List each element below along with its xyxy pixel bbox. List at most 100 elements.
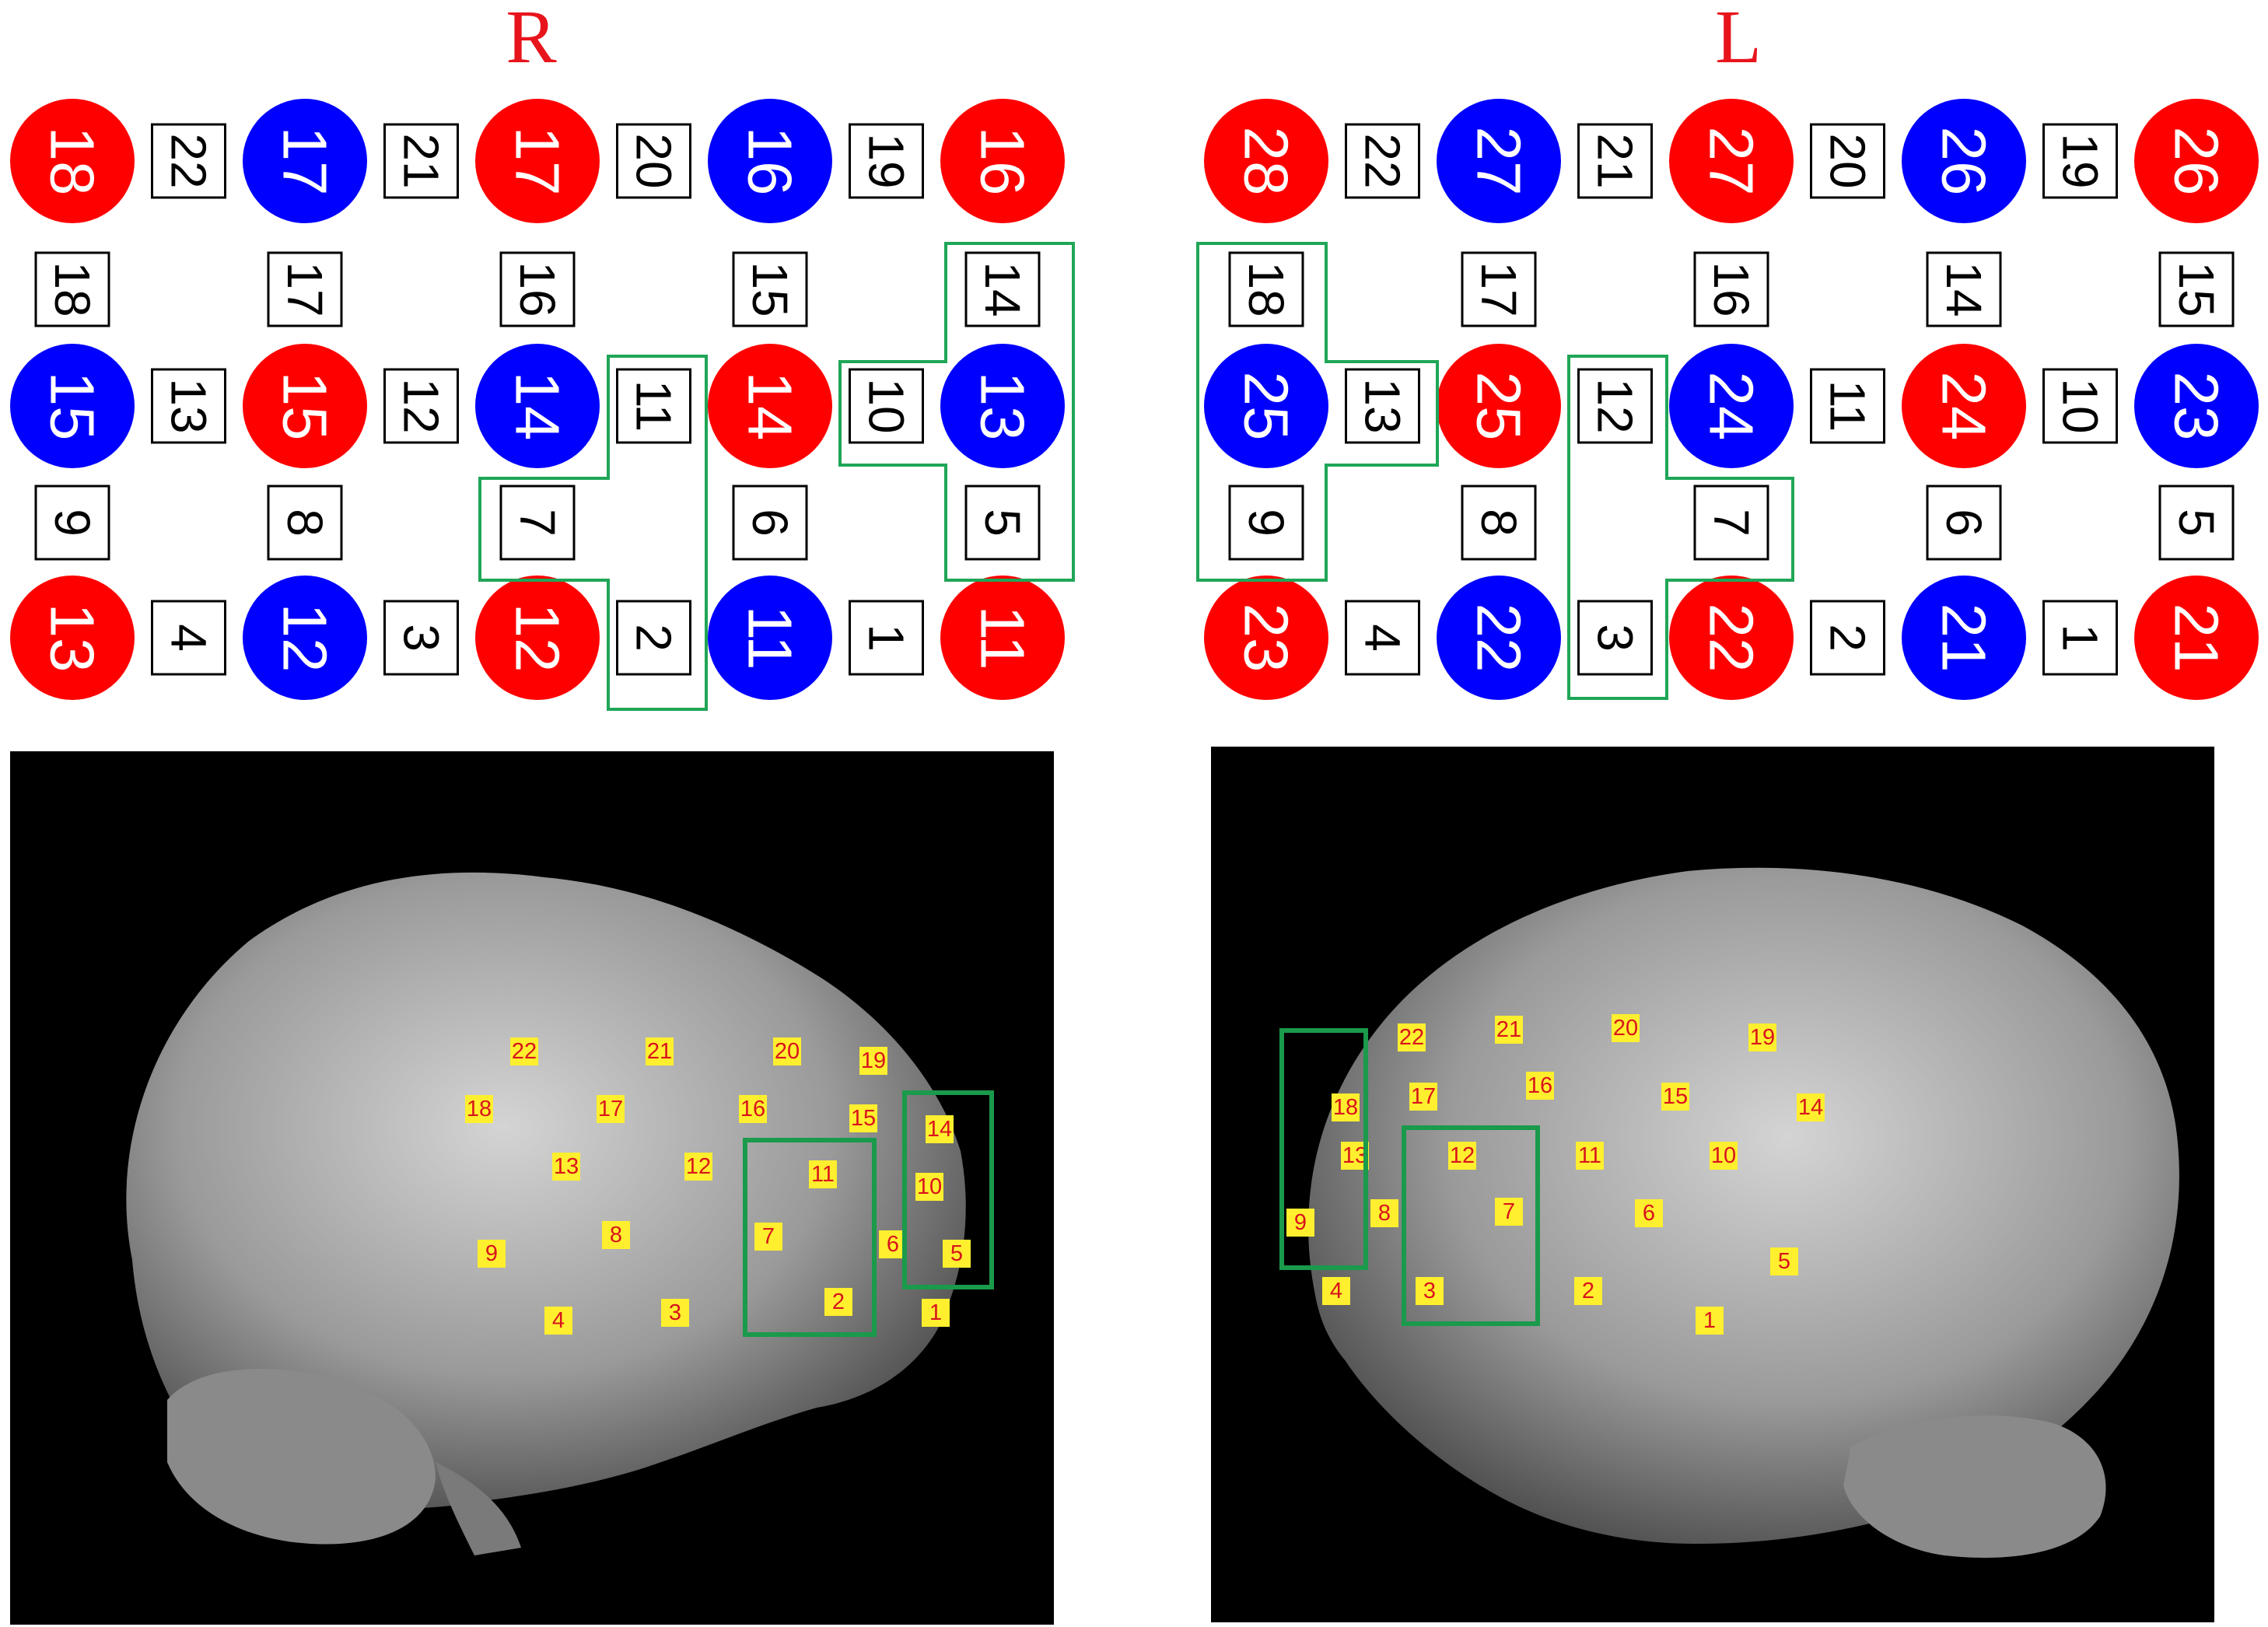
left-channel-label: 15 (2168, 261, 2224, 317)
right-brain-marker-box (544, 1307, 572, 1335)
right-source-label: 14 (503, 372, 572, 441)
left-roi-outline-channels-18-13-9 (1196, 242, 1439, 582)
left-channel-box (2158, 251, 2235, 327)
right-brain-marker-21: 21 (646, 1037, 674, 1065)
right-brain-marker-7: 7 (754, 1223, 782, 1251)
left-brain-marker-label: 4 (1330, 1279, 1342, 1303)
left-source-label: 24 (1697, 372, 1766, 441)
left-brain-marker-box (1574, 1277, 1602, 1305)
right-brain-marker-3: 3 (661, 1299, 689, 1327)
right-source-circle (475, 99, 600, 223)
right-channel-11: 11 (616, 368, 691, 444)
right-brain-marker-10: 10 (915, 1173, 943, 1201)
left-channel-label: 7 (1703, 509, 1759, 537)
left-channel-4: 4 (1345, 600, 1420, 676)
left-channel-1: 1 (2042, 600, 2118, 676)
right-channel-13: 13 (151, 368, 226, 444)
right-brain-marker-label: 14 (927, 1117, 952, 1142)
right-channel-box (616, 368, 691, 444)
left-source-27-blue: 27 (1437, 99, 1561, 223)
left-source-circle (2134, 99, 2259, 223)
left-brain-marker-label: 21 (1496, 1017, 1521, 1042)
right-channel-18: 18 (34, 251, 110, 327)
left-source-label: 23 (1232, 604, 1301, 673)
right-brain-marker-16: 16 (739, 1095, 767, 1123)
right-channel-label: 5 (975, 509, 1031, 537)
left-brain-marker-box (1748, 1023, 1776, 1051)
left-brain-marker-16: 16 (1526, 1072, 1554, 1100)
left-brain-marker-1: 1 (1696, 1307, 1724, 1335)
right-source-label: 15 (38, 372, 107, 441)
right-source-18-red: 18 (10, 99, 135, 223)
left-channel-7: 7 (1693, 485, 1769, 561)
left-brain-marker-label: 14 (1798, 1095, 1823, 1120)
left-channel-22: 22 (1345, 123, 1420, 199)
left-channel-label: 17 (1471, 261, 1527, 317)
left-channel-21: 21 (1577, 123, 1653, 199)
right-brain-brainstem (436, 1462, 521, 1555)
left-channel-16: 16 (1693, 251, 1769, 327)
right-channel-box (499, 251, 576, 327)
left-brain-marker-6: 6 (1635, 1199, 1663, 1227)
left-source-24-blue: 24 (1669, 344, 1794, 468)
right-source-circle (708, 576, 832, 700)
left-brain-marker-box (1495, 1198, 1523, 1226)
right-source-14-blue: 14 (475, 344, 600, 468)
right-brain-marker-label: 15 (851, 1106, 876, 1131)
left-brain-marker-label: 1 (1703, 1308, 1716, 1333)
left-brain-marker-2: 2 (1574, 1277, 1602, 1305)
left-source-label: 27 (1465, 127, 1534, 196)
left-brain-marker-box (1448, 1142, 1476, 1170)
right-brain-marker-19: 19 (859, 1047, 887, 1075)
right-brain-marker-label: 19 (861, 1048, 886, 1073)
right-source-circle (243, 576, 367, 700)
right-channel-label: 9 (44, 509, 100, 537)
left-brain-marker-label: 12 (1450, 1143, 1475, 1168)
left-source-circle (1437, 99, 1561, 223)
left-brain-marker-box (1495, 1016, 1523, 1044)
left-source-24-red: 24 (1902, 344, 2026, 468)
right-channel-8: 8 (267, 485, 343, 561)
left-brain-marker-9: 9 (1286, 1209, 1314, 1237)
right-source-label: 13 (968, 372, 1038, 441)
right-source-16-red: 16 (940, 99, 1065, 223)
right-channel-label: 12 (394, 378, 450, 433)
left-channel-label: 3 (1587, 624, 1643, 652)
left-channel-label: 4 (1355, 624, 1411, 652)
right-brain-cerebrum (126, 872, 966, 1509)
left-brain-marker-label: 20 (1613, 1016, 1638, 1041)
left-source-label: 25 (1465, 372, 1534, 441)
left-brain-marker-15: 15 (1661, 1083, 1689, 1111)
right-brain-marker-5: 5 (943, 1240, 971, 1268)
left-channel-box (2158, 485, 2235, 561)
left-brain-marker-18: 18 (1332, 1093, 1360, 1121)
right-source-circle (10, 99, 135, 223)
right-channel-box (383, 600, 459, 676)
left-channel-box (1926, 485, 2002, 561)
right-brain-marker-label: 2 (832, 1289, 845, 1314)
left-source-circle (1902, 99, 2026, 223)
right-brain-marker-label: 20 (775, 1039, 800, 1064)
left-brain-marker-box (1409, 1083, 1437, 1111)
left-brain-marker-7: 7 (1495, 1198, 1523, 1226)
right-channel-17: 17 (267, 251, 343, 327)
right-roi-outlines (478, 242, 1075, 711)
right-channel-box (964, 251, 1041, 327)
right-source-circle (10, 344, 135, 468)
left-source-circle (1204, 344, 1328, 468)
right-channel-3: 3 (383, 600, 459, 676)
right-channel-label: 11 (626, 380, 682, 432)
right-source-label: 13 (38, 604, 107, 673)
right-brain-marker-label: 13 (554, 1154, 579, 1179)
right-source-label: 14 (736, 372, 805, 441)
left-brain-marker-label: 9 (1294, 1210, 1307, 1235)
right-brain-marker-label: 11 (811, 1162, 835, 1187)
right-brain-marker-11: 11 (809, 1160, 837, 1188)
right-brain-marker-box (510, 1037, 538, 1065)
left-channel-15: 15 (2158, 251, 2235, 327)
right-brain-marker-2: 2 (824, 1288, 852, 1316)
left-brain-marker-label: 3 (1423, 1279, 1436, 1303)
left-brain-marker-label: 8 (1378, 1201, 1391, 1226)
